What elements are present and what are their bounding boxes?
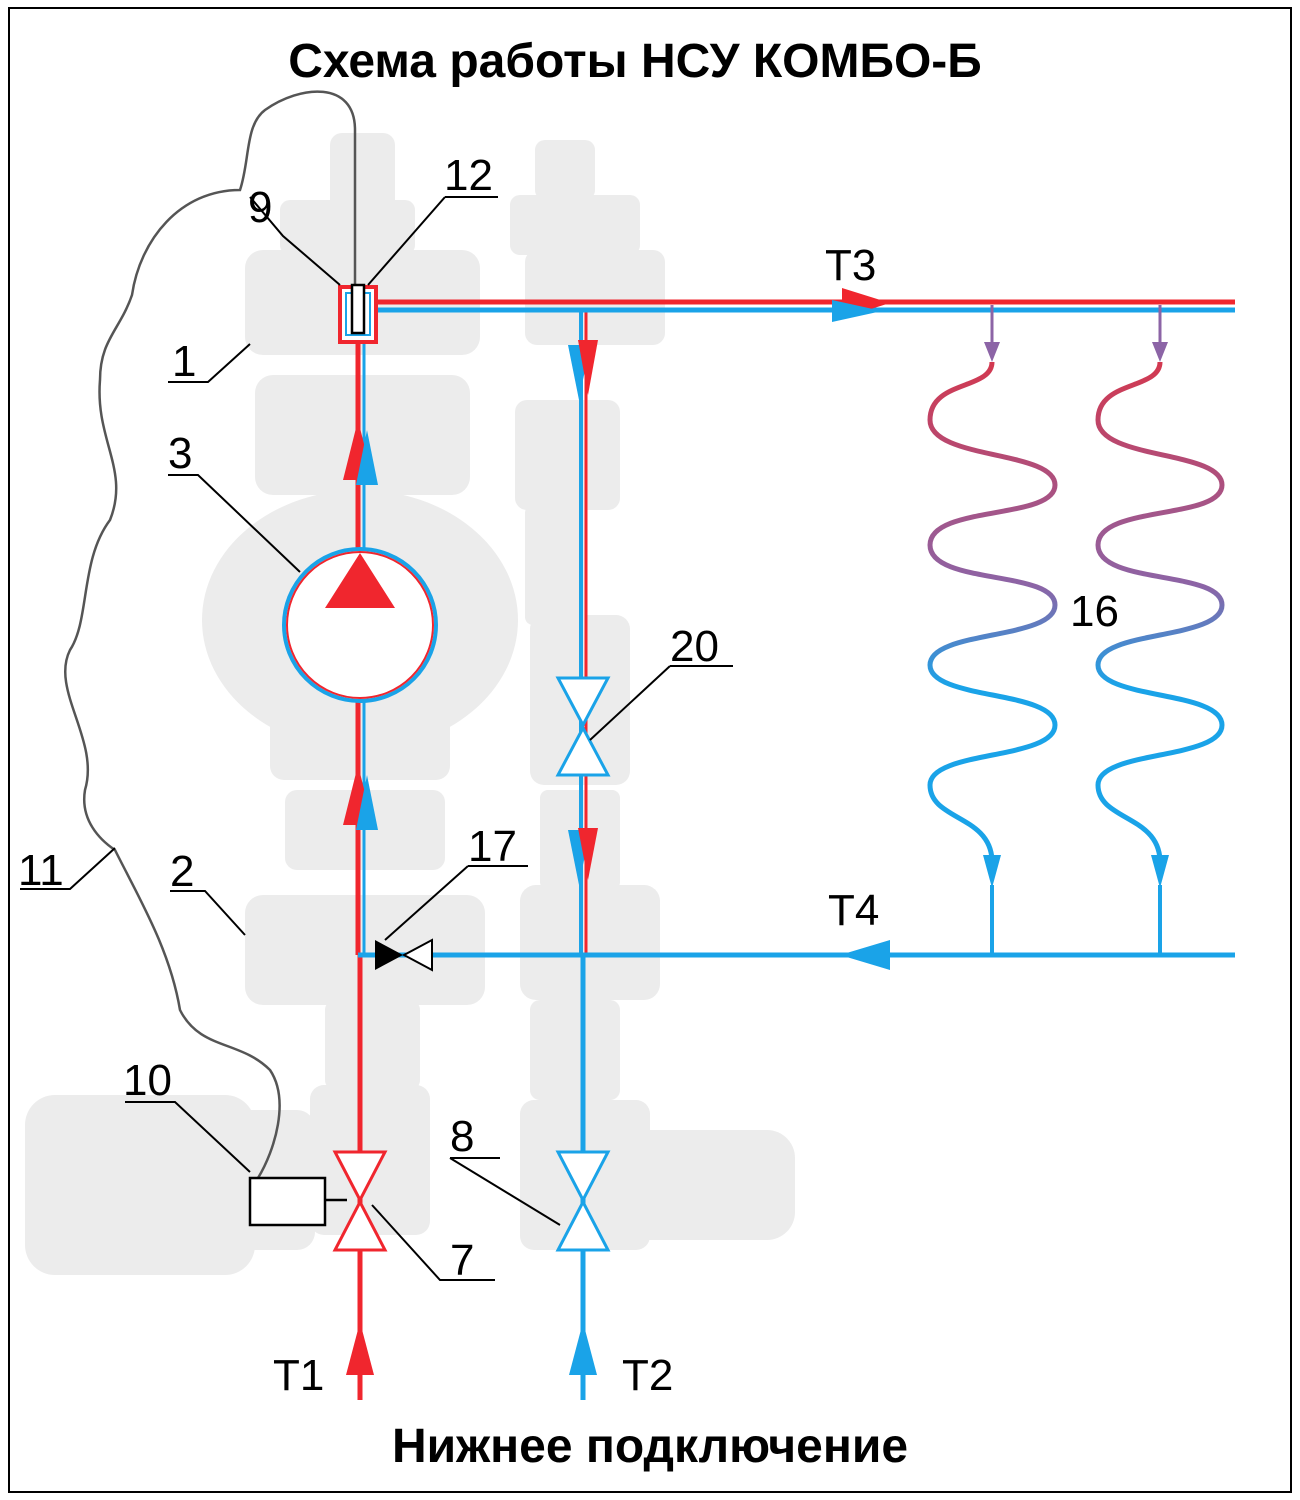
callout-10: 10 xyxy=(123,1056,172,1105)
flow-arrow-icon xyxy=(578,828,598,880)
callout-2: 2 xyxy=(170,847,194,896)
port-t2: T2 xyxy=(622,1351,673,1400)
callout-7: 7 xyxy=(450,1236,474,1285)
pump-outline xyxy=(286,551,434,699)
flow-arrow-icon xyxy=(356,775,378,830)
pump-icon xyxy=(282,547,438,703)
ghost-background xyxy=(25,133,795,1275)
flow-arrow-icon xyxy=(832,300,882,322)
callout-20: 20 xyxy=(670,622,719,671)
pump-triangle xyxy=(325,553,395,608)
flow-arrow-icon xyxy=(356,430,378,485)
callout-3: 3 xyxy=(168,429,192,478)
callout-16: 16 xyxy=(1070,587,1119,636)
flow-arrow-icon xyxy=(1151,855,1169,888)
check-valve-icon xyxy=(375,940,403,970)
callout-1: 1 xyxy=(172,337,196,386)
port-t4: T4 xyxy=(828,886,879,935)
valve-icon xyxy=(555,1150,611,1252)
callout-11: 11 xyxy=(18,846,64,895)
flow-arrow-icon xyxy=(984,342,1000,362)
sensor-probe xyxy=(350,283,366,335)
flow-arrow-icon xyxy=(1152,342,1168,362)
flow-arrow-icon xyxy=(983,855,1001,888)
valve-icon xyxy=(332,1150,388,1252)
actuator-icon xyxy=(248,1176,327,1227)
callout-9: 9 xyxy=(248,183,272,232)
frame xyxy=(8,7,1292,1493)
check-valve-outline xyxy=(401,938,433,972)
flow-arrow-icon xyxy=(569,1322,597,1375)
valve-icon xyxy=(555,676,611,777)
page-title: Схема работы НСУ КОМБО-Б xyxy=(288,35,982,88)
callout-leaders xyxy=(20,196,733,1281)
port-t3: T3 xyxy=(825,241,876,290)
capillary-wire xyxy=(63,90,357,1179)
callout-17: 17 xyxy=(468,822,517,871)
footer-caption: Нижнее подключение xyxy=(392,1420,908,1473)
flow-arrow-icon xyxy=(578,340,598,395)
callout-8: 8 xyxy=(450,1112,474,1161)
flow-arrow-icon xyxy=(840,940,890,970)
callout-12: 12 xyxy=(444,151,493,200)
port-t1: T1 xyxy=(273,1351,324,1400)
flow-arrow-icon xyxy=(346,1322,374,1375)
heating-loop-icon xyxy=(927,361,1225,861)
